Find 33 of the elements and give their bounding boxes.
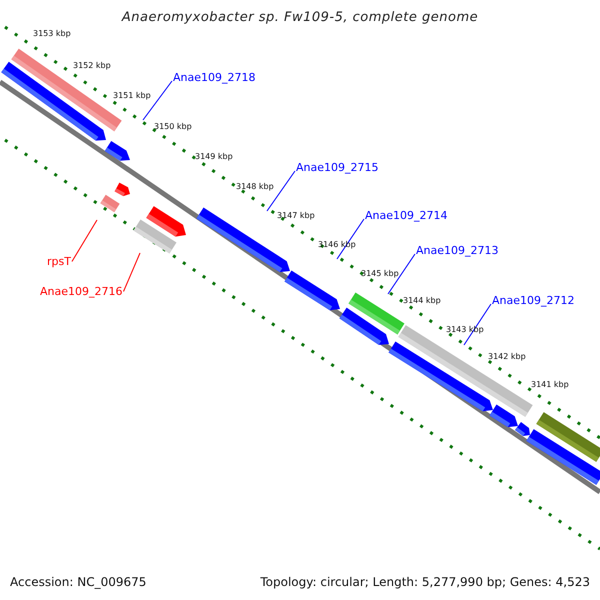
- gene-segment: [134, 220, 176, 254]
- scale-label: 3153 kbp: [33, 30, 71, 38]
- gene-segment: [100, 194, 120, 212]
- scale-label: 3144 kbp: [403, 297, 441, 305]
- footer-text: Topology: circular; Length: 5,277,990 bp; Genes: 4,523: [260, 576, 590, 588]
- gene-segment: [398, 325, 533, 417]
- leader-line: [266, 170, 296, 212]
- footer-text: Accession: NC_009675: [10, 576, 146, 588]
- leader-line: [142, 80, 172, 120]
- gene-label: Anae109_2718: [173, 72, 256, 83]
- gene-label: Anae109_2713: [416, 245, 498, 256]
- scale-label: 3145 kbp: [361, 270, 399, 278]
- gene-label: Anae109_2714: [365, 210, 448, 221]
- leader-line: [464, 304, 492, 346]
- leader-line: [123, 252, 140, 292]
- scale-label: 3142 kbp: [488, 353, 526, 361]
- leader-line: [71, 220, 98, 262]
- scale-label: 3150 kbp: [154, 123, 192, 131]
- gene-segment: [284, 270, 340, 310]
- gene-label: Anae109_2716: [40, 286, 122, 297]
- gene-segment: [348, 292, 404, 334]
- gene-label: Anae109_2712: [492, 295, 574, 306]
- scale-label: 3147 kbp: [277, 212, 315, 220]
- scale-label: 3151 kbp: [113, 92, 151, 100]
- scale-label: 3152 kbp: [73, 62, 111, 70]
- title: Anaeromyxobacter sp. Fw109-5, complete genome: [120, 11, 480, 24]
- gene-label: rpsT: [47, 256, 71, 267]
- scale-label: 3149 kbp: [195, 153, 233, 161]
- leader-line: [388, 254, 416, 294]
- scale-label: 3148 kbp: [236, 183, 274, 191]
- gene-label: Anae109_2715: [296, 162, 378, 173]
- leader-line: [336, 218, 364, 260]
- scale-label: 3141 kbp: [531, 381, 569, 389]
